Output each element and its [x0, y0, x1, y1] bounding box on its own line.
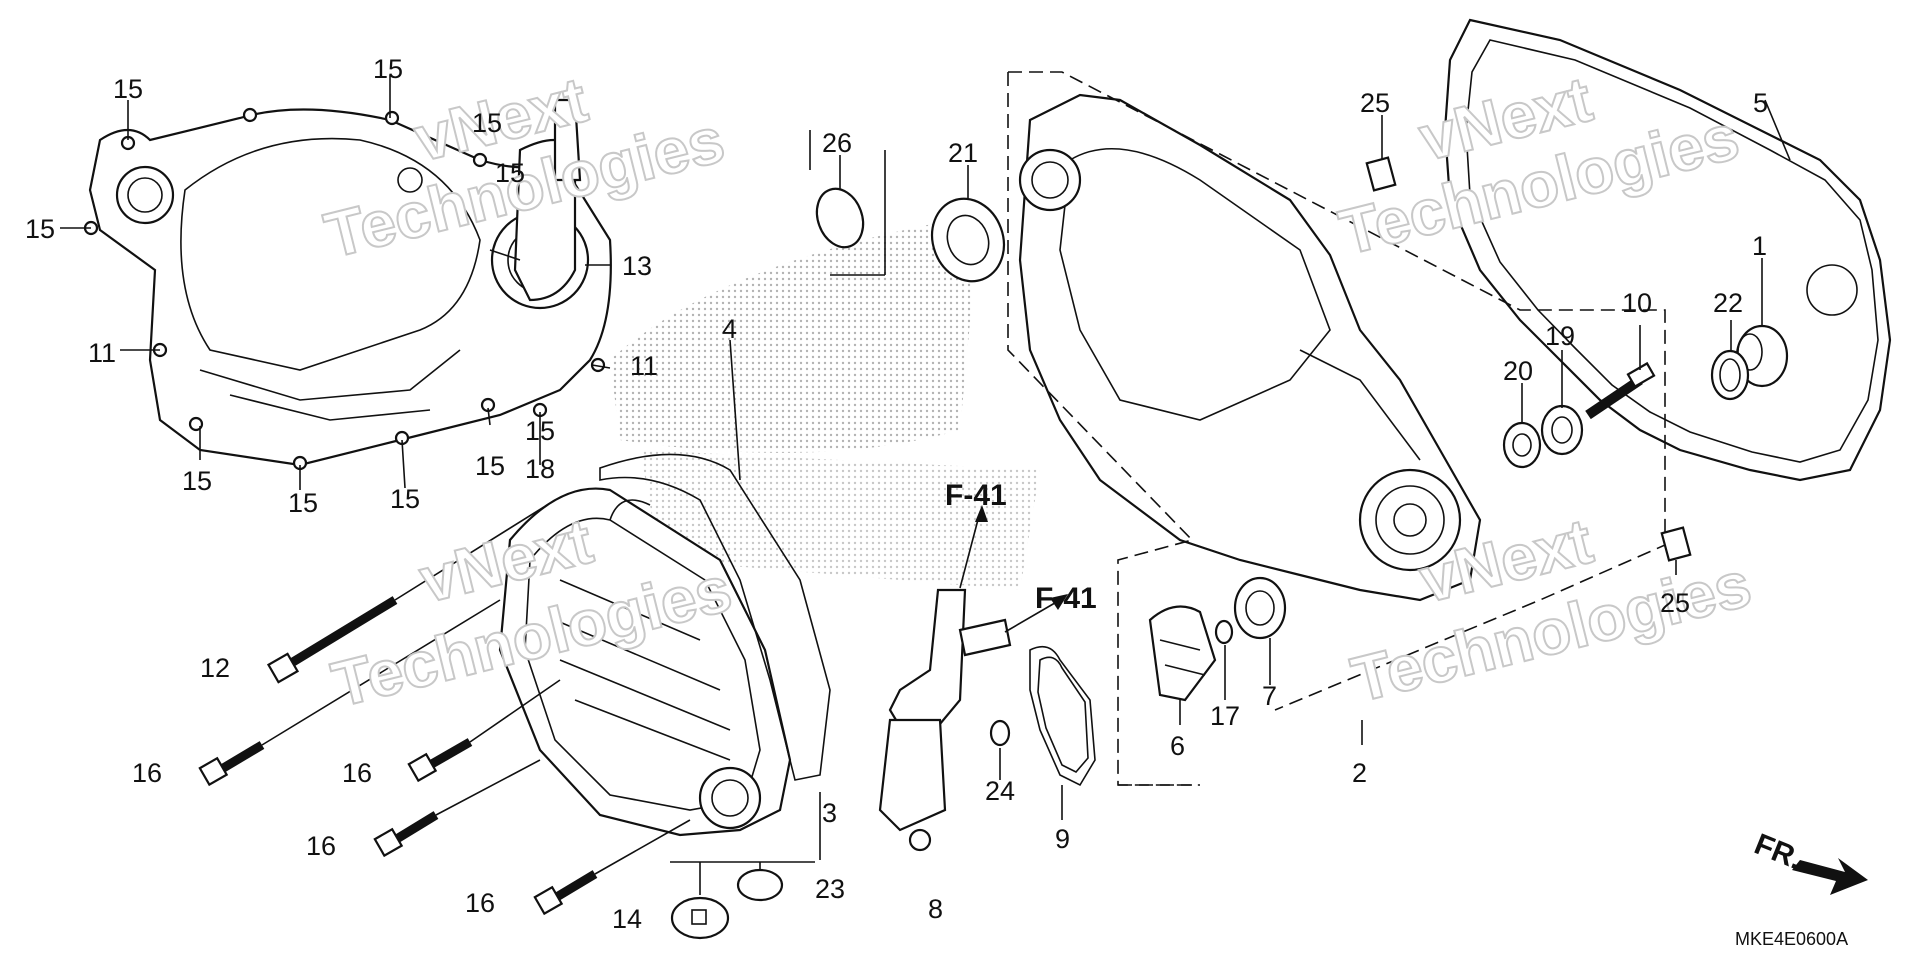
cap-26 — [815, 187, 865, 249]
callout-16: 16 — [342, 758, 372, 788]
shaft-10 — [1585, 361, 1656, 420]
diagram-code: MKE4E0600A — [1735, 929, 1848, 949]
callout-4: 4 — [722, 314, 737, 344]
callout-23: 23 — [815, 874, 845, 904]
plug-14 — [670, 896, 730, 940]
seal-7 — [1233, 576, 1287, 640]
gasket-9 — [1029, 645, 1096, 787]
callout-14: 14 — [612, 904, 642, 934]
leader-lines — [60, 75, 1791, 860]
clutch-cover-3 — [498, 487, 792, 837]
callout-18: 18 — [525, 454, 555, 484]
bracket-14-23 — [670, 861, 815, 895]
callout-21: 21 — [948, 138, 978, 168]
assembly-bracket — [1007, 71, 1666, 786]
callout-15: 15 — [390, 484, 420, 514]
callout-16: 16 — [132, 758, 162, 788]
callout-13: 13 — [622, 251, 652, 281]
o-ring-23 — [736, 868, 784, 902]
callout-7: 7 — [1262, 681, 1277, 711]
washer-17 — [1214, 619, 1234, 645]
ring-22 — [1710, 349, 1750, 401]
seal-20 — [1502, 421, 1542, 469]
gasket-4 — [599, 453, 831, 781]
callout-26: 26 — [822, 128, 852, 158]
callout-15: 15 — [373, 54, 403, 84]
ref-arrow-2 — [1004, 594, 1068, 633]
callout-25: 25 — [1660, 588, 1690, 618]
callout-5: 5 — [1753, 88, 1768, 118]
dowel-25-bottom — [1660, 526, 1692, 562]
callout-16: 16 — [465, 888, 495, 918]
callout-1: 1 — [1752, 231, 1767, 261]
callout-11: 11 — [88, 338, 116, 368]
water-pipe-8 — [878, 588, 1012, 852]
bolt-16-d — [533, 870, 598, 916]
callout-2: 2 — [1352, 758, 1367, 788]
callout-16: 16 — [306, 831, 336, 861]
callout-8: 8 — [928, 894, 943, 924]
callout-15: 15 — [182, 466, 212, 496]
seal-21 — [931, 197, 1005, 283]
callout-19: 19 — [1545, 321, 1575, 351]
callout-20: 20 — [1503, 356, 1533, 386]
front-arrow-icon — [1792, 858, 1868, 895]
callout-9: 9 — [1055, 824, 1070, 854]
callouts: 15 15 15 15 15 15 15 15 15 15 13 11 11 1… — [25, 54, 1768, 934]
callout-25: 25 — [1360, 88, 1390, 118]
callout-12: 12 — [200, 653, 230, 683]
reference-label: F-41 — [945, 479, 1007, 512]
ref-arrow-1 — [959, 505, 988, 589]
callout-11: 11 — [630, 351, 658, 381]
callout-15: 15 — [288, 488, 318, 518]
o-ring-24 — [989, 719, 1011, 747]
bolt-12 — [266, 596, 398, 684]
callout-15: 15 — [113, 74, 143, 104]
right-case-2 — [1018, 93, 1482, 602]
callout-10: 10 — [1622, 288, 1652, 318]
impeller-6 — [1148, 605, 1217, 702]
callout-15: 15 — [475, 451, 505, 481]
bearing-19 — [1540, 404, 1584, 456]
callout-15: 15 — [25, 214, 55, 244]
callout-6: 6 — [1170, 731, 1185, 761]
dowel-25-top — [1365, 156, 1397, 192]
callout-17: 17 — [1210, 701, 1240, 731]
bracket-26 — [809, 130, 886, 275]
callout-3: 3 — [822, 798, 837, 828]
callout-15: 15 — [472, 108, 502, 138]
reference-label: F-41 — [1035, 582, 1097, 615]
crankcase-cover — [83, 98, 612, 471]
bolt-16-c — [373, 811, 439, 858]
bolt-16-b — [407, 738, 473, 783]
callout-22: 22 — [1713, 288, 1743, 318]
bolt-16-a — [198, 741, 265, 787]
callout-15: 15 — [495, 158, 525, 188]
bolt-leaders — [261, 499, 691, 875]
callout-15: 15 — [525, 416, 555, 446]
callout-24: 24 — [985, 776, 1015, 806]
